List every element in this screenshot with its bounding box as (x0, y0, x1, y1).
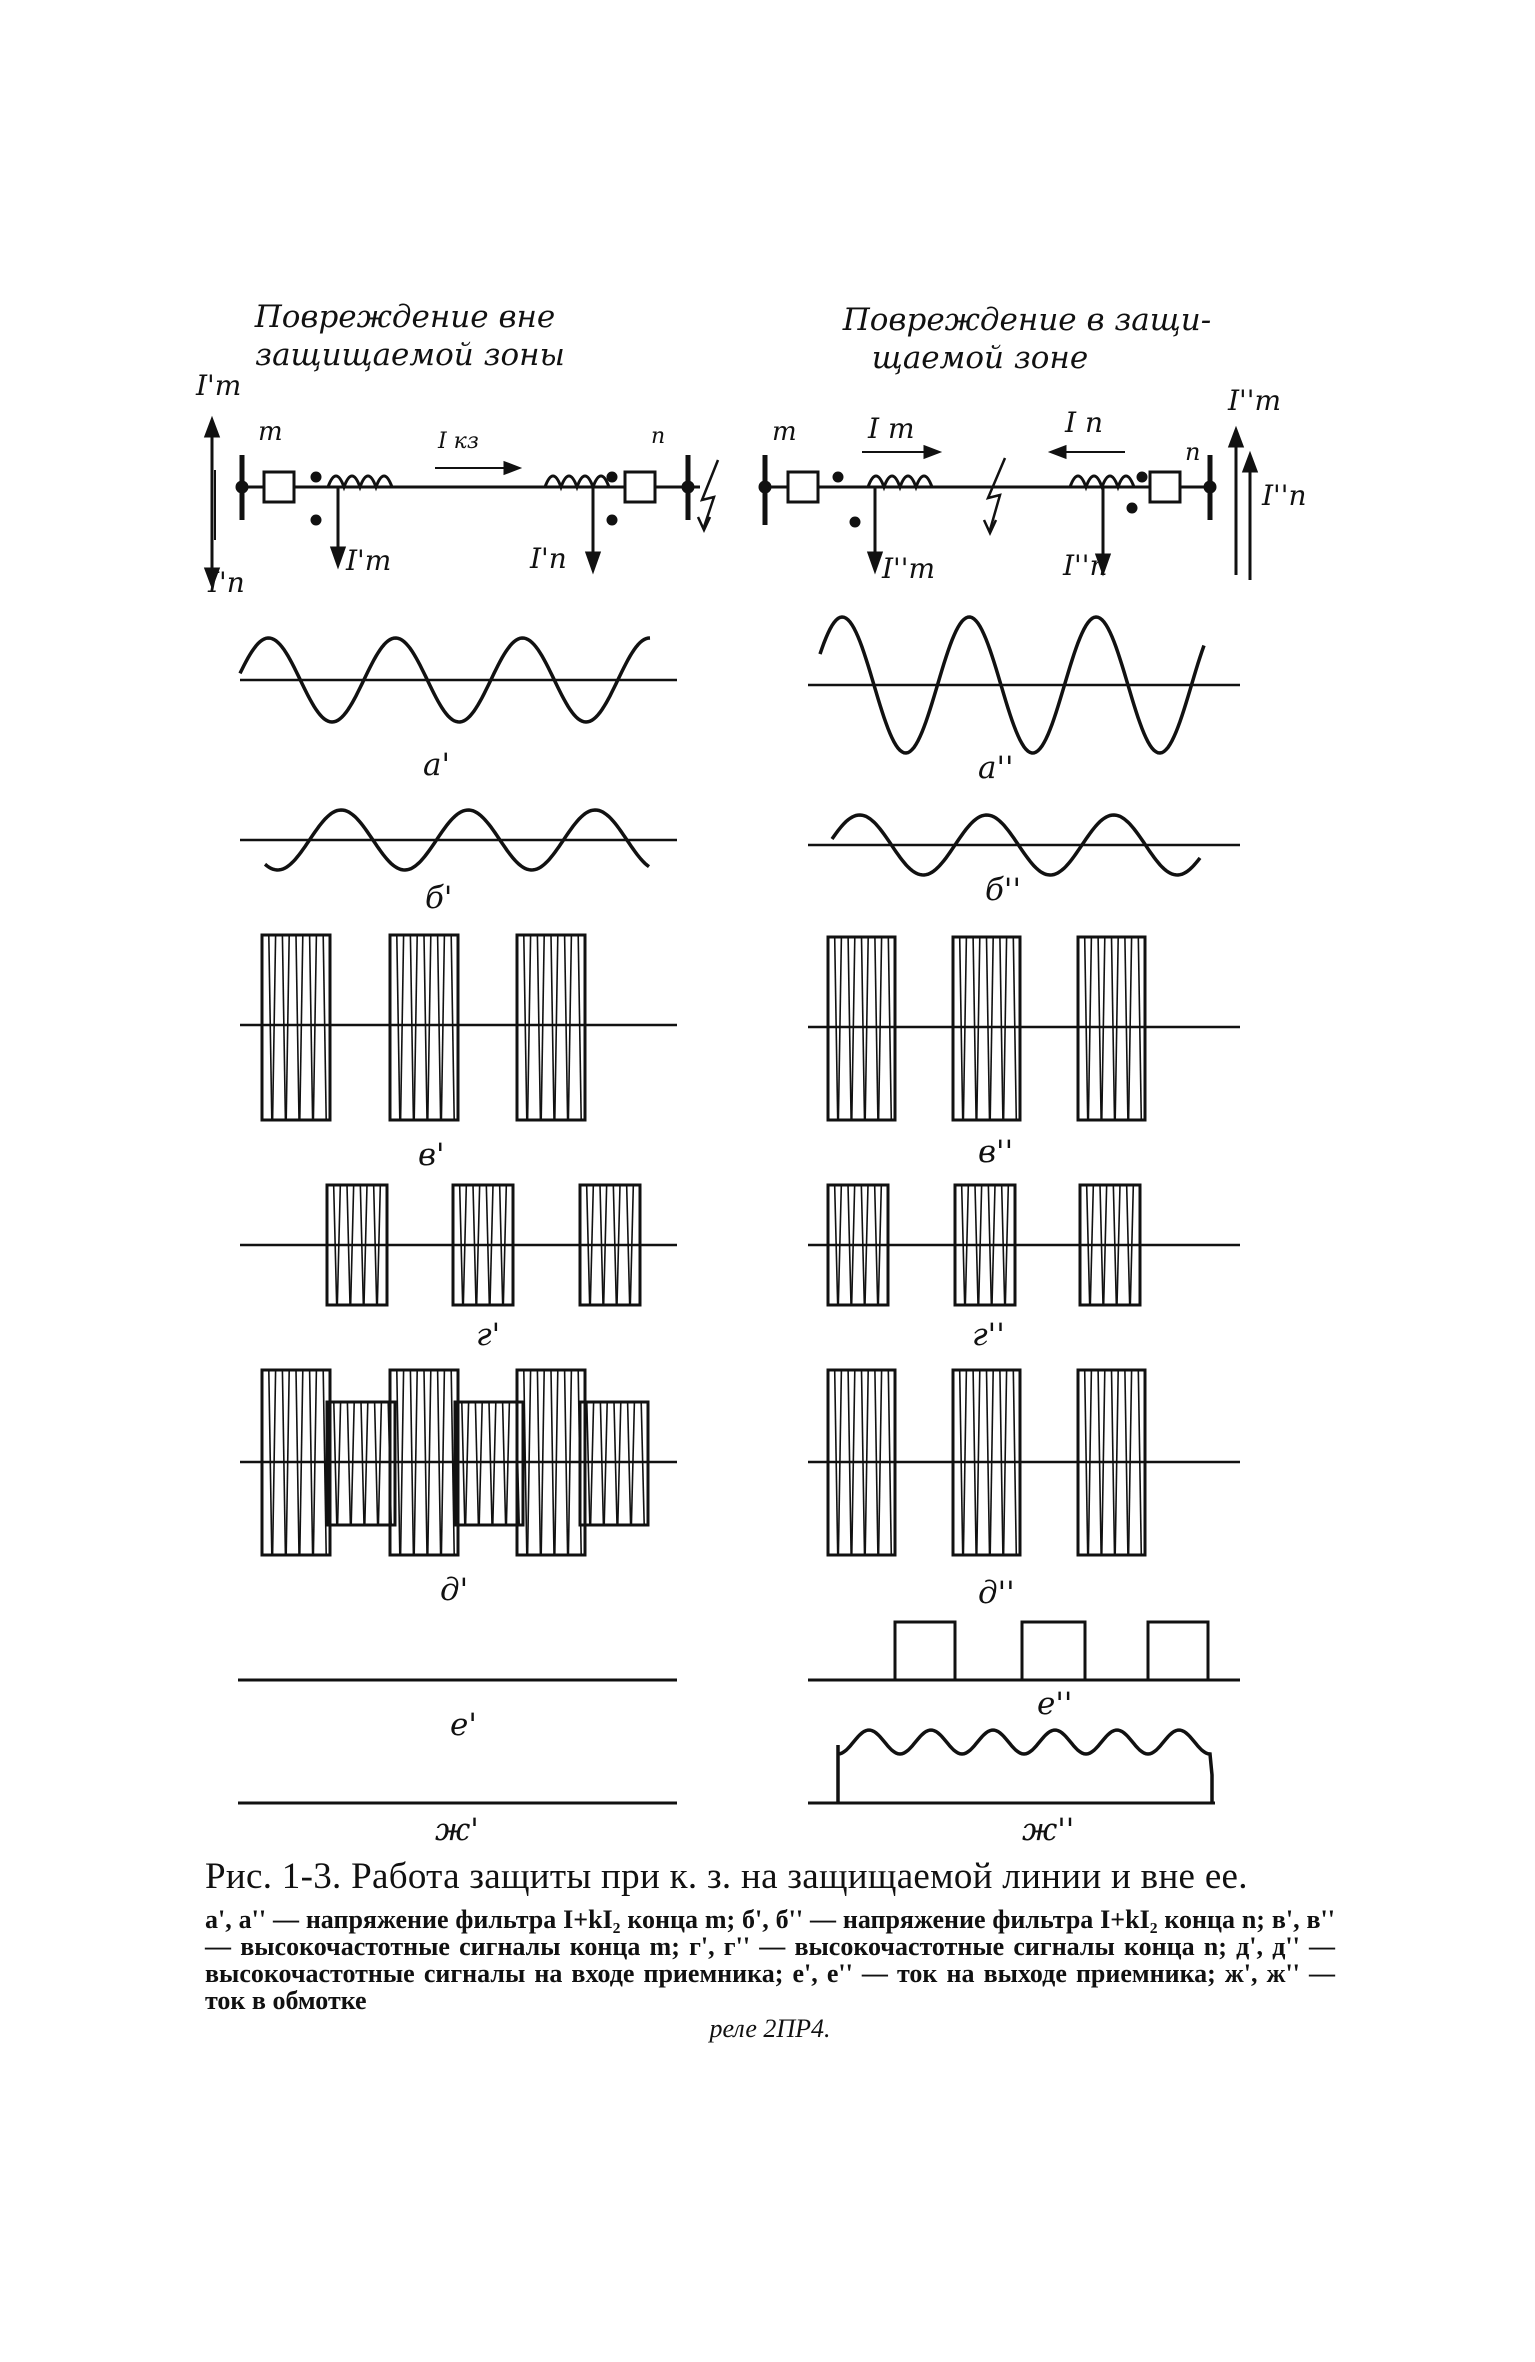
label-a-left: а' (423, 747, 450, 783)
hf-burst-small (578, 1400, 650, 1527)
heading-left-1: Повреждение вне (254, 299, 556, 335)
schematic-right (758, 425, 1259, 580)
label-m-right: m (772, 417, 797, 447)
label-in-prime: I'n (529, 542, 567, 575)
label-d-right: д'' (978, 1575, 1015, 1611)
caption-body: а', а'' — напряжение фильтра I+kI₂ конца… (205, 1905, 1335, 2015)
label-im-right: I m (867, 412, 915, 445)
label-in-dprime: I''n (1062, 549, 1108, 582)
label-e-left: е' (450, 1707, 477, 1743)
hf-burst (1076, 935, 1147, 1122)
label-n-right: n (1185, 438, 1200, 466)
hf-burst (951, 935, 1022, 1122)
hf-burst (1076, 1368, 1147, 1557)
trace-d-right (808, 1368, 1240, 1557)
schematic-left (203, 415, 720, 590)
label-im-prime: I'm (345, 544, 391, 577)
hf-burst (260, 933, 332, 1122)
trace-a-left (238, 636, 677, 724)
hf-burst (578, 1183, 642, 1307)
hf-burst (388, 1368, 460, 1557)
figure-caption: Рис. 1-3. Работа защиты при к. з. на защ… (205, 1855, 1335, 2044)
label-v-right: в'' (978, 1134, 1013, 1170)
heading-right-2: щаемой зоне (872, 340, 1088, 376)
label-b-right: б'' (985, 872, 1021, 908)
label-v-left: в' (418, 1137, 445, 1173)
trace-v-right (808, 935, 1240, 1122)
hf-burst (826, 1183, 890, 1307)
hf-burst (260, 1368, 332, 1557)
label-in-dprime-side: I''n (1261, 479, 1307, 512)
label-g-left: г' (476, 1317, 500, 1353)
trace-zh-right (808, 1728, 1215, 1805)
label-g-right: г'' (972, 1317, 1005, 1353)
label-a-right: а'' (978, 750, 1014, 786)
hf-burst (515, 1368, 587, 1557)
label-zh-right: ж'' (1022, 1812, 1074, 1848)
hf-burst (451, 1183, 515, 1307)
hf-burst-small (325, 1400, 397, 1527)
hf-burst (325, 1183, 389, 1307)
label-e-right: е'' (1037, 1686, 1072, 1722)
label-in-right: I n (1064, 406, 1103, 439)
hf-burst (953, 1183, 1017, 1307)
label-d-left: д' (440, 1572, 468, 1608)
hf-burst (388, 933, 460, 1122)
label-im-prime-top: I'm (195, 369, 241, 402)
hf-burst (1078, 1183, 1142, 1307)
heading-left-2: защищаемой зоны (255, 337, 565, 373)
figure: Повреждение вне защищаемой зоны Поврежде… (195, 299, 1307, 1848)
caption-title: Рис. 1-3. Работа защиты при к. з. на защ… (205, 1856, 1248, 1897)
trace-g-left (240, 1183, 677, 1307)
trace-v-left (240, 933, 677, 1122)
hf-burst (826, 935, 897, 1122)
label-b-left: б' (425, 880, 452, 916)
trace-b-left (240, 808, 677, 872)
trace-d-left (240, 1368, 677, 1557)
hf-burst (826, 1368, 897, 1557)
hf-burst (951, 1368, 1022, 1557)
label-in-prime-bottom: I'n (207, 566, 245, 599)
heading-right-1: Повреждение в защи- (842, 302, 1212, 338)
trace-g-right (808, 1183, 1240, 1307)
label-ikz: I кз (437, 429, 479, 454)
trace-e-right (808, 1620, 1240, 1682)
trace-a-right (808, 615, 1240, 755)
label-m-left: m (258, 417, 283, 447)
label-zh-left: ж' (435, 1812, 479, 1848)
hf-burst-small (453, 1400, 525, 1527)
caption-last-line: реле 2ПР4. (709, 2014, 831, 2043)
hf-burst (515, 933, 587, 1122)
trace-b-right (808, 813, 1240, 877)
label-im-dprime-top: I''m (1227, 384, 1281, 417)
label-n-left: n (651, 424, 665, 449)
label-im-dprime: I''m (881, 552, 935, 585)
